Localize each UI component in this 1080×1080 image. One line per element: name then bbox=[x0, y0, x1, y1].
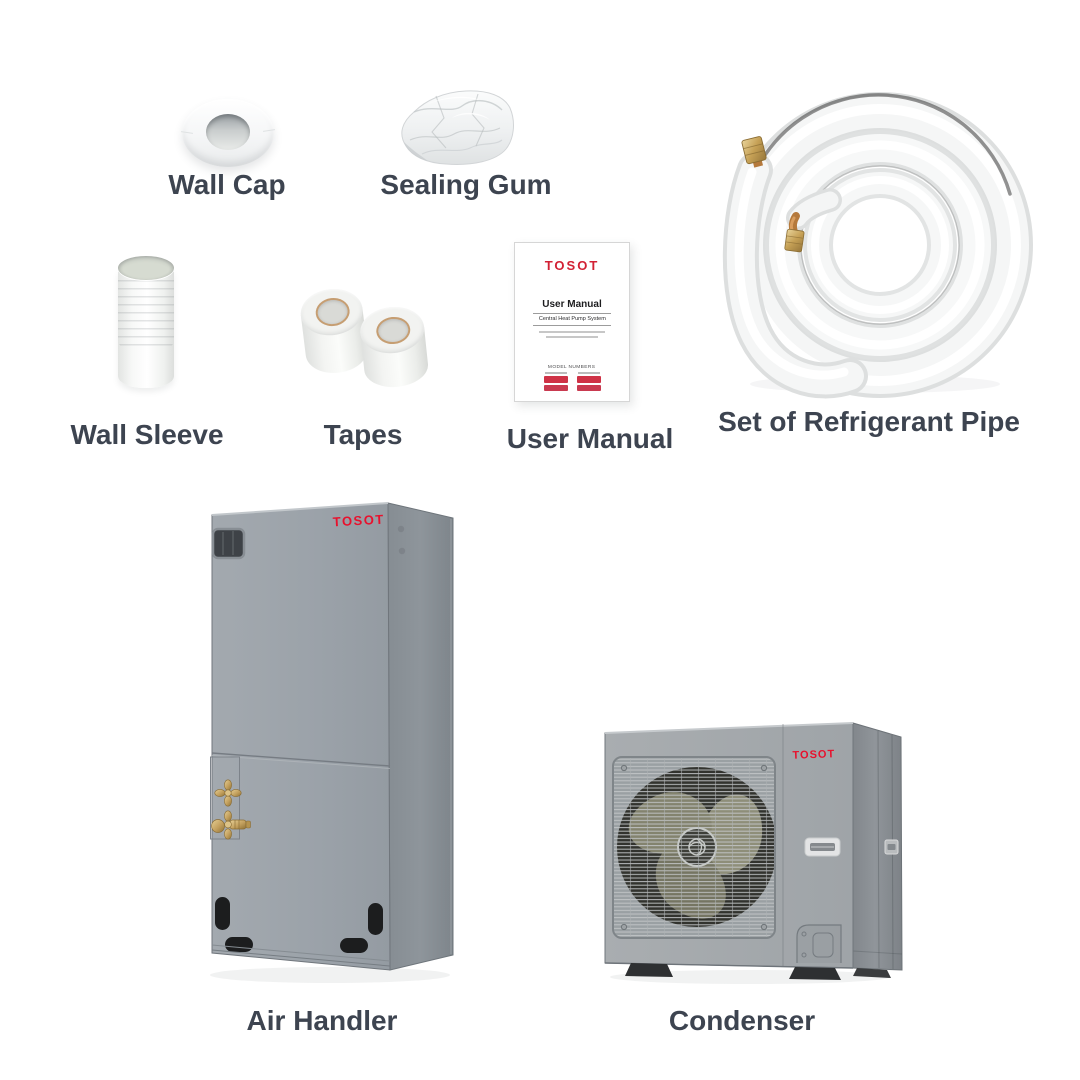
tape-roll-back bbox=[298, 285, 370, 377]
manual-fine-print-line bbox=[539, 331, 605, 333]
air-handler-graphic: TOSOT bbox=[210, 502, 454, 983]
tape-roll-front bbox=[357, 303, 431, 391]
wall-cap-seam bbox=[180, 131, 194, 134]
tapes-label: Tapes bbox=[323, 419, 403, 450]
air-handler-label: Air Handler bbox=[246, 1005, 398, 1036]
condenser-graphic: TOSOT bbox=[604, 722, 903, 984]
wall-sleeve-label: Wall Sleeve bbox=[70, 419, 224, 450]
manual-model-number-box bbox=[543, 376, 568, 383]
manual-subtitle: Central Heat Pump System bbox=[538, 316, 606, 322]
manual-model-column bbox=[543, 372, 568, 391]
wall-cap-hole bbox=[206, 114, 250, 150]
refrigerant-pipe-graphic bbox=[722, 92, 1033, 399]
wall-cap-graphic bbox=[180, 99, 276, 167]
manual-rule bbox=[533, 324, 611, 326]
manual-models-heading: MODEL NUMBERS bbox=[548, 364, 596, 370]
condenser-label: Condenser bbox=[668, 1005, 816, 1036]
manual-column-header-line bbox=[544, 372, 567, 374]
wall-cap-label: Wall Cap bbox=[168, 169, 286, 200]
manual-rule bbox=[533, 312, 611, 314]
manual-title: User Manual bbox=[542, 299, 602, 310]
manual-model-number-box bbox=[576, 376, 601, 383]
manual-model-column bbox=[576, 372, 601, 391]
manual-model-columns bbox=[543, 372, 601, 391]
service-valve bbox=[211, 779, 251, 840]
manual-brand-logo: TOSOT bbox=[544, 258, 600, 273]
sealing-gum-graphic bbox=[401, 90, 514, 165]
wall-sleeve-opening bbox=[118, 256, 174, 280]
wall-sleeve-graphic bbox=[118, 256, 174, 388]
manual-model-number-box bbox=[576, 385, 601, 391]
manual-fine-print-line bbox=[546, 336, 598, 338]
manual-model-number-box bbox=[543, 385, 568, 391]
manual-column-header-line bbox=[577, 372, 600, 374]
user-manual-graphic: TOSOT User Manual Central Heat Pump Syst… bbox=[514, 242, 630, 402]
refrigerant-pipe-label: Set of Refrigerant Pipe bbox=[718, 406, 1020, 437]
wall-sleeve-body bbox=[118, 267, 174, 388]
wall-cap-seam bbox=[262, 129, 276, 132]
user-manual-label: User Manual bbox=[506, 423, 674, 454]
wall-sleeve-ribs bbox=[118, 272, 174, 348]
condenser-brand-logo: TOSOT bbox=[792, 748, 835, 761]
sealing-gum-label: Sealing Gum bbox=[380, 169, 552, 200]
air-handler-brand-logo: TOSOT bbox=[332, 512, 385, 530]
